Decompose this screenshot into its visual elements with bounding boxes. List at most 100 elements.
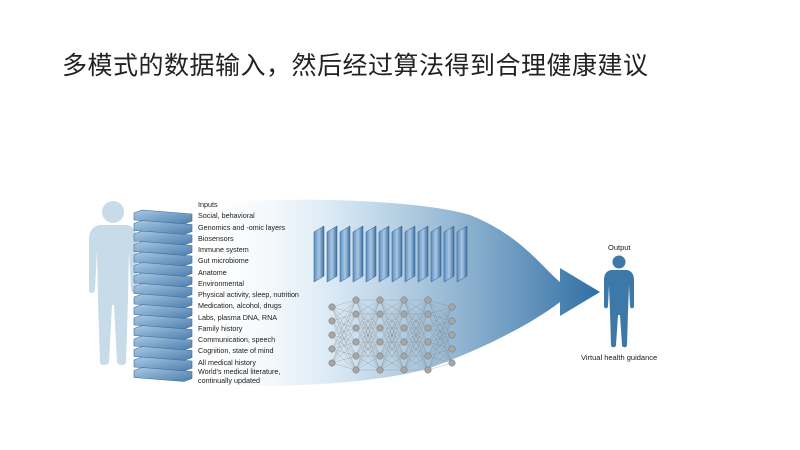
network-node <box>448 303 456 311</box>
model-panel <box>378 225 390 283</box>
model-panel <box>365 225 377 283</box>
network-node <box>376 366 384 374</box>
data-stack-icon <box>133 209 193 382</box>
model-panel <box>443 225 455 283</box>
network-edge <box>427 306 453 315</box>
human-silhouette-icon <box>89 201 137 365</box>
input-item: Biosensors <box>198 233 234 243</box>
funnel-arrow <box>190 199 600 387</box>
inputs-heading: Inputs <box>198 200 218 209</box>
stack-layer <box>133 325 193 340</box>
input-item: Genomics and -omic layers <box>198 222 286 232</box>
slide-title: 多模式的数据输入，然后经过算法得到合理健康建议 <box>62 51 649 80</box>
input-item: Immune system <box>198 245 249 254</box>
network-node <box>424 352 432 360</box>
model-panel <box>430 225 442 283</box>
network-edge <box>379 355 405 371</box>
network-node <box>448 317 456 325</box>
input-item: Family history <box>198 323 243 333</box>
network-node <box>376 296 384 304</box>
input-item: World's medical literature, <box>198 366 281 376</box>
stack-layer <box>133 304 193 319</box>
input-item: Social, behavioral <box>198 211 255 221</box>
network-node <box>376 338 384 346</box>
input-item: Physical activity, sleep, nutrition <box>198 290 299 299</box>
stack-layer <box>133 356 193 372</box>
input-item: All medical history <box>198 357 256 367</box>
network-node <box>424 310 432 318</box>
network-edge <box>403 341 429 371</box>
input-item: Anatome <box>198 267 227 277</box>
network-node <box>448 345 456 353</box>
input-item: Medication, alcohol, drugs <box>198 301 282 311</box>
network-node <box>352 310 360 318</box>
stack-layer <box>133 293 193 309</box>
network-node <box>328 331 336 339</box>
network-node <box>424 296 432 304</box>
network-edge <box>403 355 429 371</box>
network-edge <box>427 299 453 308</box>
model-panel <box>404 225 416 283</box>
network-edge <box>355 313 381 371</box>
network-node <box>448 331 456 339</box>
network-edge <box>331 299 357 336</box>
network-edge <box>427 362 453 371</box>
network-edge <box>355 299 381 357</box>
network-edge <box>379 299 405 343</box>
network-edge <box>379 299 405 329</box>
network-edge <box>403 299 429 315</box>
input-item: continually updated <box>198 376 260 386</box>
network-edge <box>355 355 381 371</box>
model-panel <box>352 225 364 283</box>
model-panels <box>313 225 468 283</box>
network-node <box>448 359 456 367</box>
network-edge <box>427 306 453 343</box>
network-edge <box>379 299 405 357</box>
network-node <box>376 352 384 360</box>
stack-layer <box>133 209 193 225</box>
network-node <box>328 359 336 367</box>
network-edge <box>427 348 453 371</box>
network-edge <box>355 327 381 371</box>
network-node <box>400 310 408 318</box>
network-edge <box>403 299 429 343</box>
network-node <box>400 352 408 360</box>
network-node <box>352 338 360 346</box>
network-node <box>328 345 336 353</box>
network-edge <box>331 299 357 364</box>
network-edge <box>331 341 357 364</box>
network-edge <box>355 299 381 343</box>
stack-layer <box>133 241 193 256</box>
network-edge <box>355 299 381 371</box>
stack-layer <box>133 251 193 267</box>
network-edge <box>427 320 453 371</box>
network-edge <box>379 313 405 371</box>
network-edge <box>379 341 405 371</box>
network-node <box>376 310 384 318</box>
network-edge <box>379 327 405 371</box>
network-edge <box>331 313 357 364</box>
network-edge <box>355 299 381 329</box>
stack-layer <box>133 314 193 330</box>
input-item: Cognition, state of mind <box>198 346 274 356</box>
stack-layer <box>133 335 193 351</box>
stack-layer <box>133 220 193 235</box>
network-edge <box>403 299 429 371</box>
network-node <box>376 324 384 332</box>
input-item: Environmental <box>198 278 244 288</box>
network-edge <box>355 341 381 371</box>
network-node <box>352 366 360 374</box>
network-edge <box>427 306 453 371</box>
stack-layer <box>133 283 193 298</box>
network-edge <box>403 327 429 371</box>
person-icon <box>604 255 634 348</box>
model-panel <box>391 225 403 283</box>
network-edge <box>355 299 381 315</box>
inputs-list: Inputs Social, behavioral Genomics and -… <box>198 199 299 386</box>
stack-layer <box>133 367 193 382</box>
network-edge <box>331 355 357 364</box>
network-edge <box>403 313 429 371</box>
network-node <box>400 324 408 332</box>
model-panel <box>417 225 429 283</box>
